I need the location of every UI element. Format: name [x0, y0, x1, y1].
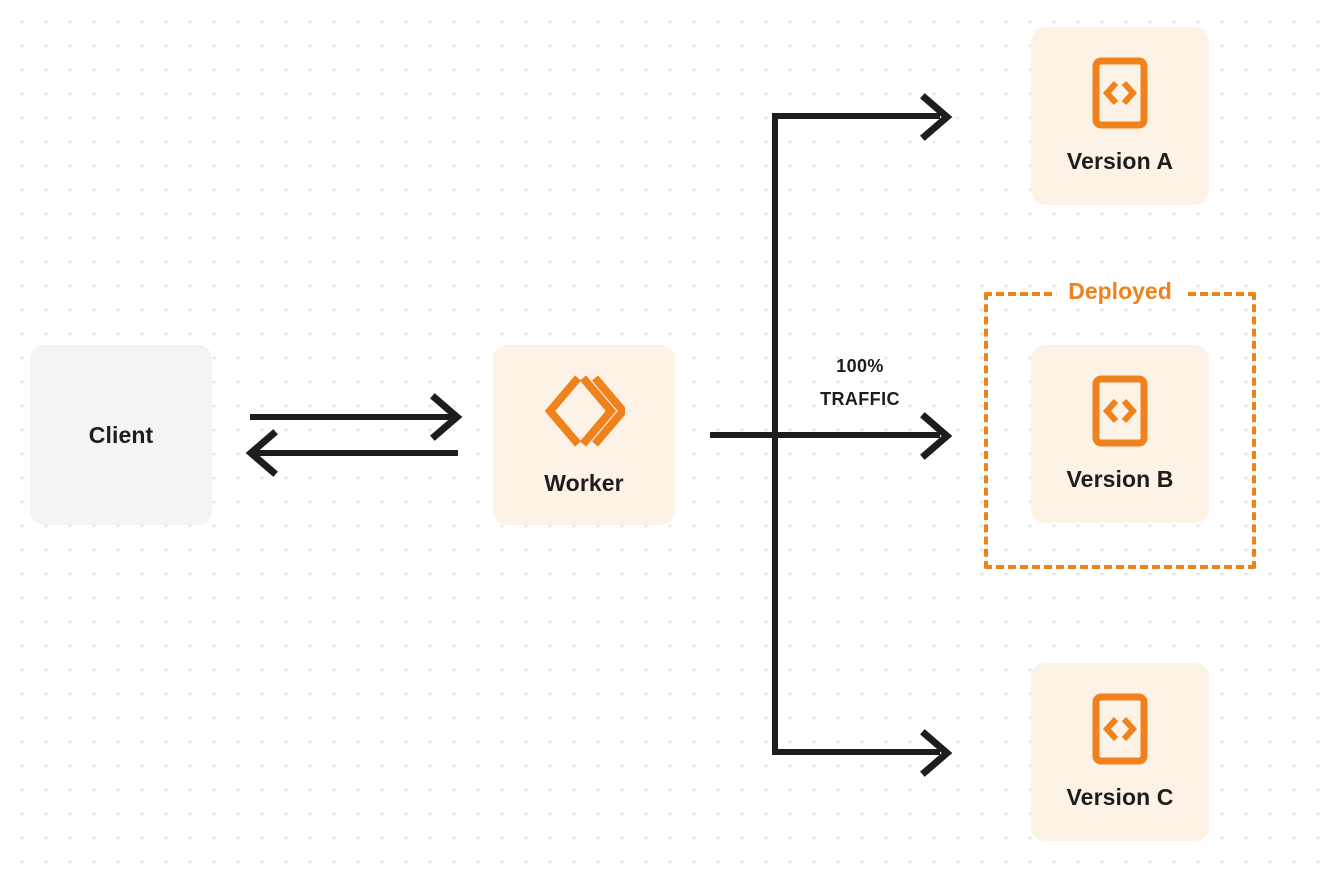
connector-client-to-worker — [250, 393, 463, 441]
deployed-group-box: Deployed — [984, 280, 1256, 569]
cloudflare-workers-icon — [543, 373, 629, 454]
node-version-a[interactable]: Version A — [1031, 27, 1209, 205]
connector-worker-to-client — [245, 429, 458, 477]
code-brackets-icon — [1092, 57, 1148, 134]
node-client[interactable]: Client — [30, 345, 212, 525]
node-worker-label: Worker — [544, 470, 624, 496]
code-brackets-icon — [1092, 375, 1148, 452]
node-client-label: Client — [88, 421, 154, 448]
node-version-c-label: Version C — [1066, 784, 1174, 810]
node-worker[interactable]: Worker — [493, 345, 675, 525]
traffic-annotation: 100% TRAFFIC — [790, 350, 930, 417]
deployed-group-label: Deployed — [1056, 280, 1184, 304]
node-version-a-label: Version A — [1066, 148, 1174, 174]
connector-worker-to-version-c — [772, 729, 953, 777]
traffic-percent: 100% — [836, 356, 884, 376]
connector-worker-to-version-b — [710, 412, 953, 460]
traffic-caption: TRAFFIC — [820, 389, 900, 410]
node-version-b[interactable]: Version B — [1031, 345, 1209, 523]
code-brackets-icon — [1092, 693, 1148, 770]
connector-worker-to-version-a — [772, 93, 953, 141]
node-version-c[interactable]: Version C — [1031, 663, 1209, 841]
node-version-b-label: Version B — [1066, 466, 1174, 492]
